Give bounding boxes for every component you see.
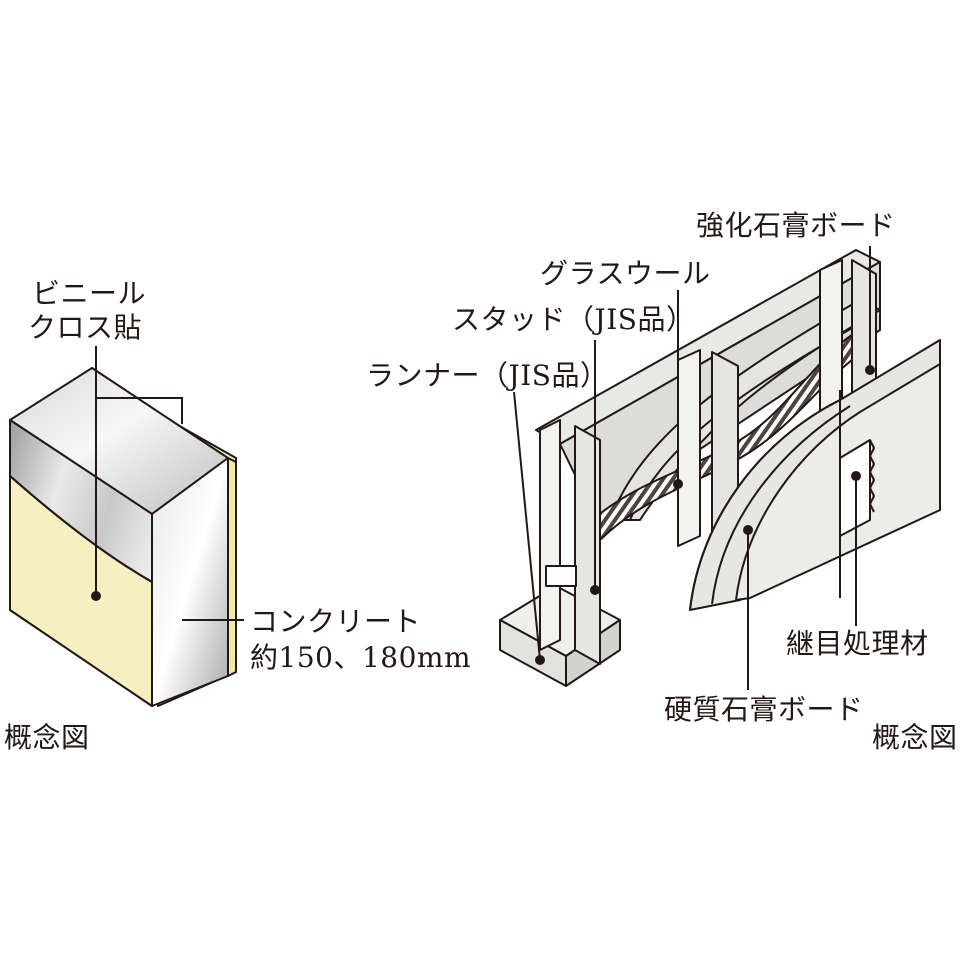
stud-front-2 [574,425,601,665]
vinyl-cloth-label-line1: ビニール [32,277,147,310]
stud-opening [545,565,577,587]
vinyl-marker-dot [91,591,101,601]
concrete-label-line1: コンクリート [250,605,422,638]
right-caption: 概念図 [872,721,958,754]
hard-gypsum-board-label: 硬質石膏ボード [664,693,864,726]
stud-label: スタッド（JIS品） [452,303,695,336]
concrete-label-line2: 約150、180mm [250,641,471,674]
joint-treatment-label: 継目処理材 [786,627,929,660]
runner-label: ランナー（JIS品） [366,359,609,392]
concrete-wall-illustration [9,367,237,707]
front-board-face [735,363,941,601]
right-marker-dots [535,365,875,665]
right-leader-lines [513,246,871,690]
vinyl-cloth-label-line2: クロス貼 [28,311,143,344]
stud-front-1 [539,419,561,651]
left-leader-lines [95,346,244,621]
stud-mid-1 [677,349,701,547]
left-caption: 概念図 [4,721,90,754]
reinforced-gypsum-board-label: 強化石膏ボード [696,209,896,242]
glass-wool-label: グラスウール [540,257,711,290]
